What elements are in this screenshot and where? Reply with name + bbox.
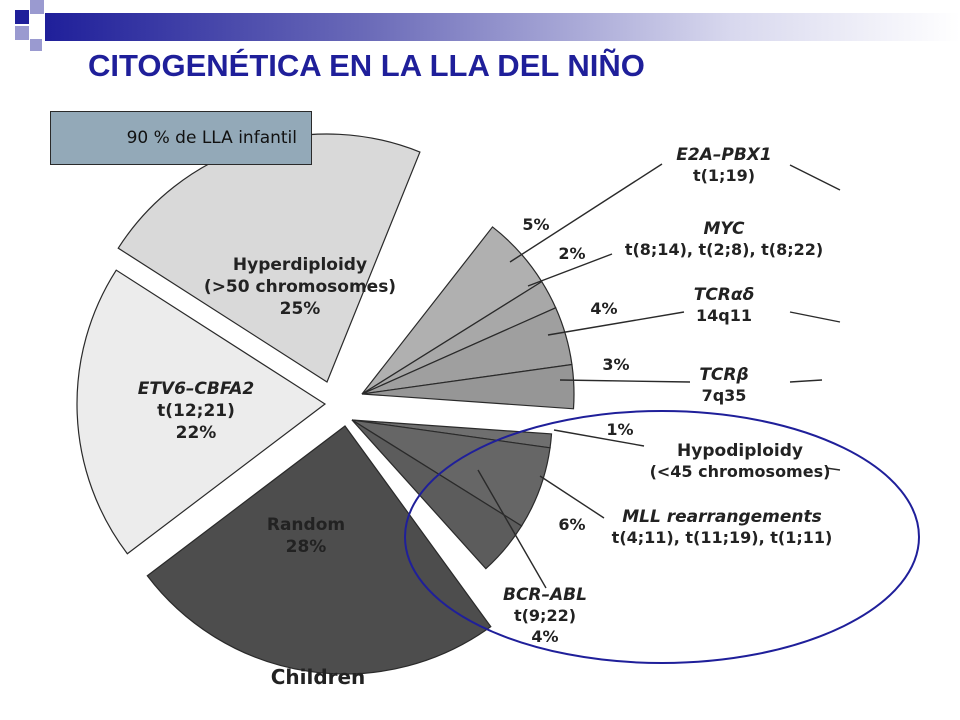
header-square-1 — [15, 10, 29, 24]
pie-slice — [351, 419, 523, 570]
slice-percent: 3% — [602, 355, 629, 374]
callout-line — [539, 475, 605, 519]
chart-title: Children — [271, 665, 366, 689]
slice-label: (>50 chromosomes) — [204, 277, 396, 297]
header-bar — [45, 13, 960, 41]
slice-label: BCR–ABL — [503, 585, 587, 605]
slice-label: t(9;22) — [514, 606, 576, 625]
info-badge: 90 % de LLA infantil — [50, 111, 312, 165]
slice-label: Hypodiploidy — [677, 441, 803, 461]
callout-line — [547, 311, 685, 336]
header-square-2 — [30, 0, 44, 14]
callout-line — [789, 164, 841, 191]
slice-percent: 5% — [522, 215, 549, 234]
pie-slices — [76, 133, 575, 675]
callout-line — [553, 429, 645, 447]
slice-label: Random — [267, 515, 345, 535]
callout-line — [559, 379, 691, 383]
slice-label: (<45 chromosomes) — [650, 462, 831, 481]
slice-label: MLL rearrangements — [622, 507, 822, 527]
slice-label: 25% — [280, 299, 321, 319]
callout-line — [509, 163, 663, 263]
slice-label: t(1;19) — [693, 166, 755, 185]
slice-percent: 1% — [606, 420, 633, 439]
slice-percent: 4% — [590, 299, 617, 318]
slice-label: 7q35 — [702, 386, 747, 405]
callout-line — [527, 253, 613, 287]
slice-label: TCRβ — [699, 365, 748, 385]
slice-label: 22% — [176, 423, 217, 443]
slice-label: 14q11 — [696, 306, 752, 325]
slice-label: 4% — [531, 627, 558, 646]
slice-percent: 6% — [558, 515, 585, 534]
callout-line — [789, 311, 841, 323]
slice-label: ETV6–CBFA2 — [138, 379, 255, 399]
header-square-4 — [30, 39, 42, 51]
header-square-3 — [15, 26, 29, 40]
pie-slice — [361, 363, 575, 410]
pie-slice — [146, 425, 492, 675]
slice-label: t(4;11), t(11;19), t(1;11) — [612, 528, 833, 547]
slice-label: MYC — [703, 219, 745, 239]
slice-label: Hyperdiploidy — [233, 255, 367, 275]
callout-line — [825, 467, 841, 471]
slice-label: TCRαδ — [694, 285, 755, 305]
pie-slice — [76, 269, 327, 555]
highlight-circle — [404, 410, 920, 664]
slide-title: CITOGENÉTICA EN LA LLA DEL NIÑO — [88, 48, 645, 83]
slice-label: t(8;14), t(2;8), t(8;22) — [625, 240, 823, 259]
slice-label: E2A–PBX1 — [676, 145, 771, 165]
callout-line — [789, 379, 823, 383]
slice-percent: 2% — [558, 244, 585, 263]
callout-line — [477, 469, 547, 589]
slice-label: 28% — [286, 537, 327, 557]
slice-label: t(12;21) — [157, 401, 235, 421]
